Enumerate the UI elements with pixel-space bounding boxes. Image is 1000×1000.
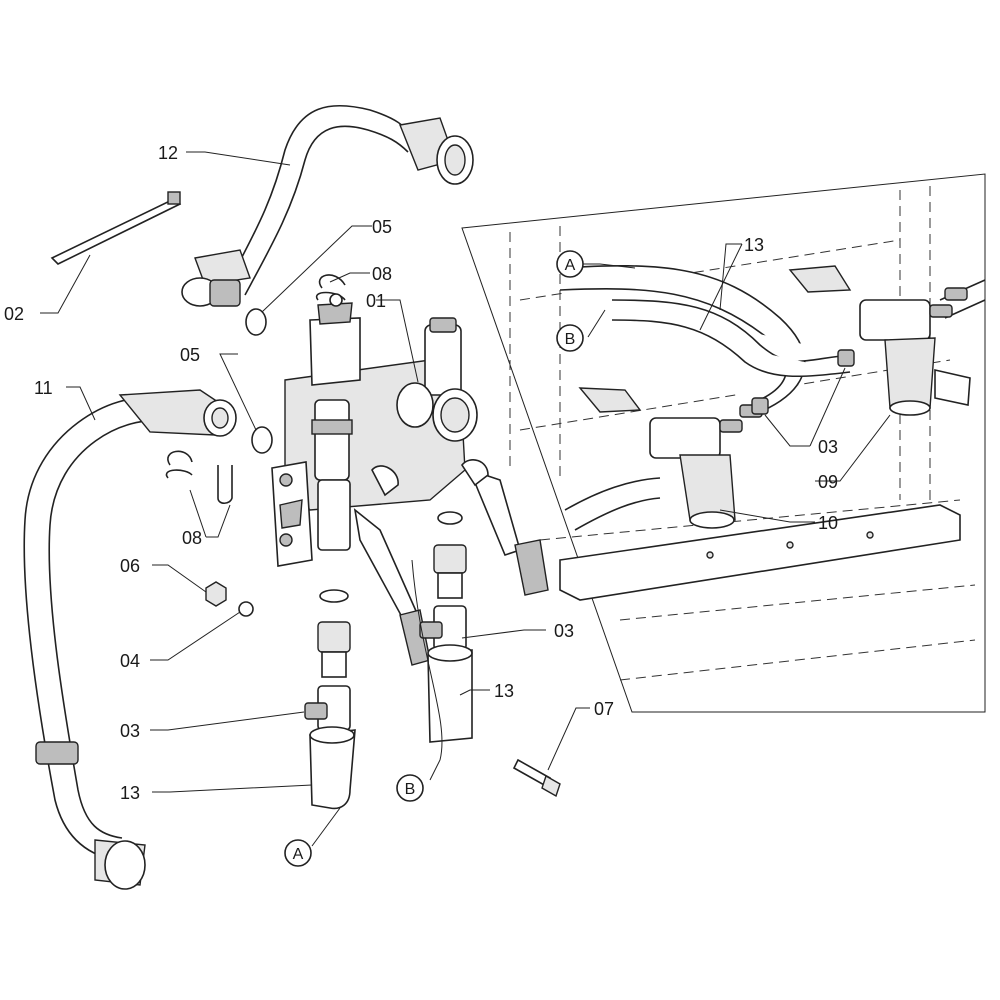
- inset-hose-b: [611, 299, 851, 362]
- callout-04: 04: [120, 651, 140, 671]
- callout-10: 10: [818, 513, 838, 533]
- cable-tie-02: [50, 191, 182, 265]
- callout-02: 02: [4, 304, 24, 324]
- mounting-rail: [559, 504, 961, 601]
- hose-12: [181, 104, 474, 307]
- connector-b-main: B: [396, 774, 424, 802]
- connector-a-main: A: [284, 839, 312, 867]
- callout-03-inset: 03: [818, 437, 838, 457]
- hose-13-b: [427, 644, 473, 743]
- callout-03-left: 03: [120, 721, 140, 741]
- callout-11: 11: [34, 378, 53, 398]
- washer-04: [238, 601, 254, 617]
- callout-05-lower: 05: [180, 345, 200, 365]
- callout-07: 07: [594, 699, 614, 719]
- inset-detail-view: [461, 173, 986, 713]
- callout-13-inset: 13: [744, 235, 764, 255]
- connector-a-inset: A: [556, 250, 584, 278]
- leader-lines: [40, 151, 891, 847]
- inset-return-hose: [564, 477, 661, 531]
- callout-08-upper: 08: [372, 264, 392, 284]
- callout-05-upper: 05: [372, 217, 392, 237]
- line-filter-10: [578, 387, 763, 529]
- callout-labels: 01 02 03 03 03 04 05 05 06 07 08 08 09 1…: [4, 143, 838, 803]
- o-ring-05-lower: [251, 426, 273, 454]
- callout-12: 12: [158, 143, 178, 163]
- inset-frame: [461, 173, 986, 713]
- clip-08-upper: [315, 274, 346, 301]
- hose-11: [23, 389, 237, 890]
- connector-b-inset: B: [556, 324, 584, 352]
- valve-manifold-01: [271, 293, 549, 666]
- o-ring-05-upper: [245, 308, 267, 336]
- clip-08-lower-b: [217, 465, 233, 505]
- clip-08-lower-a: [165, 450, 193, 479]
- hose-13-a: [309, 726, 356, 810]
- callout-13-right: 13: [494, 681, 514, 701]
- svg-text:A: A: [565, 257, 576, 274]
- callout-13-left: 13: [120, 783, 140, 803]
- callout-03-right: 03: [554, 621, 574, 641]
- nut-06: [205, 581, 227, 607]
- fitting-stack-right: [419, 511, 467, 651]
- inset-hose-clamp: [751, 349, 855, 415]
- callout-01: 01: [366, 291, 386, 311]
- connector-markers: A B A B: [284, 250, 584, 867]
- svg-text:A: A: [293, 846, 304, 863]
- callout-06: 06: [120, 556, 140, 576]
- bolt-07: [512, 758, 561, 798]
- callout-09: 09: [818, 472, 838, 492]
- callout-08-lower: 08: [182, 528, 202, 548]
- line-filter-09: [788, 265, 971, 416]
- svg-text:B: B: [405, 781, 416, 798]
- fitting-stack-left: [304, 589, 351, 731]
- svg-text:B: B: [565, 331, 576, 348]
